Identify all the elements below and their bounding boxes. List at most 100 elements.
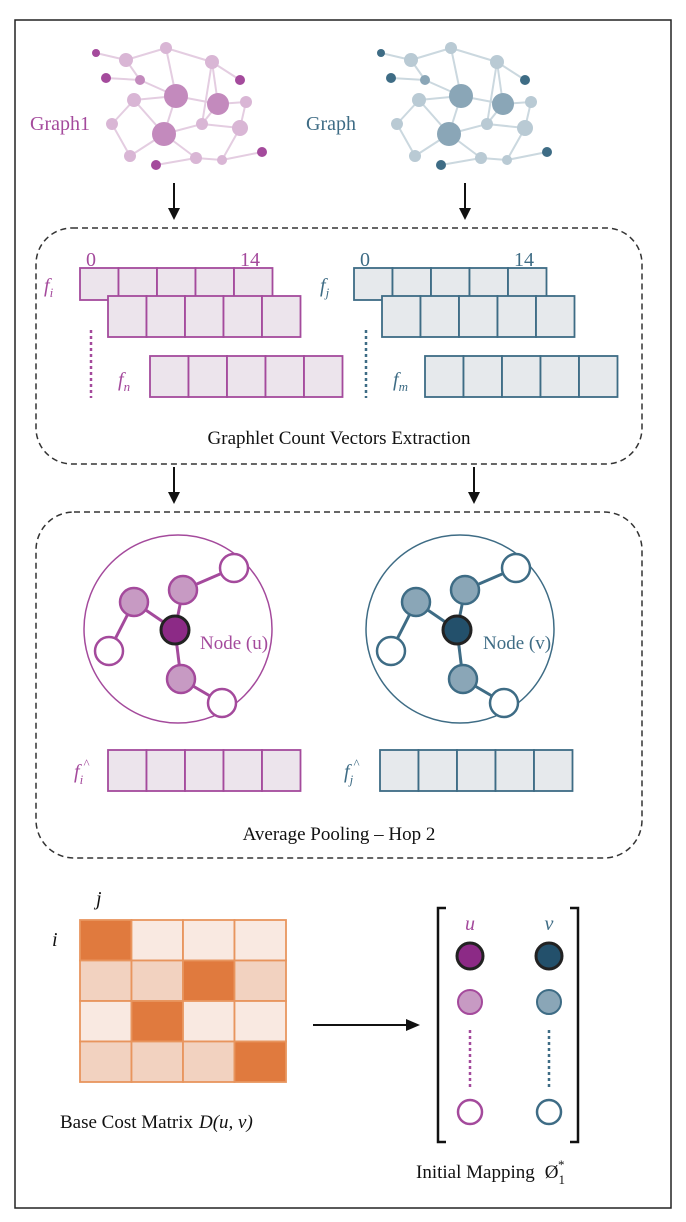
vector-cell <box>462 355 503 398</box>
hop-node <box>206 687 238 719</box>
network-node <box>106 118 118 130</box>
matrix-cell <box>130 959 184 1002</box>
network-node <box>525 96 537 108</box>
vector-cell <box>535 295 576 338</box>
vector-cell <box>226 355 267 398</box>
matrix-cell <box>130 1000 184 1043</box>
matrix-cell <box>79 1000 133 1043</box>
right-pooled-label: fj^ <box>344 756 360 787</box>
pooling-box <box>35 511 643 859</box>
vector-cell <box>107 295 148 338</box>
network-node <box>217 155 227 165</box>
vector-cell <box>117 267 158 301</box>
cost-matrix-grid <box>79 919 287 1083</box>
network-node <box>164 84 188 108</box>
network-edge <box>165 47 213 63</box>
network-node <box>437 122 461 146</box>
network-edge <box>155 157 197 166</box>
hop-center-node <box>159 614 191 646</box>
right-count-vectors <box>353 267 619 398</box>
vector-cell <box>261 749 302 792</box>
network-node <box>377 49 385 57</box>
matrix-cell <box>233 1040 287 1083</box>
matrix-cell <box>233 1000 287 1043</box>
network-edge <box>390 77 426 81</box>
hop-node <box>449 574 481 606</box>
vector-cell <box>233 267 274 301</box>
network-edge <box>450 47 498 63</box>
vector-cell <box>187 355 228 398</box>
mapping-node-selected <box>534 941 564 971</box>
network-edge <box>221 151 263 161</box>
network-edge <box>201 61 213 125</box>
network-node <box>135 75 145 85</box>
hop-node <box>400 586 432 618</box>
network-node <box>196 118 208 130</box>
vector-cell <box>222 749 263 792</box>
vector-cell <box>303 355 344 398</box>
network-node <box>542 147 552 157</box>
network-node <box>257 147 267 157</box>
left-pooled-vector <box>107 749 302 792</box>
matrix-cell <box>130 1040 184 1083</box>
network-node <box>151 160 161 170</box>
vector-cell <box>578 355 619 398</box>
left-node-label: Node (u) <box>200 633 268 654</box>
pooled-row <box>107 749 302 792</box>
right-first-vector-label: fj <box>320 275 330 300</box>
mapping-node-last <box>456 1098 484 1126</box>
network-edge <box>440 157 482 166</box>
matrix-row-label: i <box>52 929 58 951</box>
hop-boundary <box>83 534 273 724</box>
right-last-vector-label: fm <box>393 369 408 394</box>
arrow-matrix-to-mapping <box>313 1019 420 1031</box>
network-node <box>475 152 487 164</box>
network-edge <box>111 123 131 157</box>
hop-node <box>447 663 479 695</box>
network-node <box>517 120 533 136</box>
left-first-vector-label: fi <box>44 275 54 300</box>
matrix-cell <box>182 959 236 1002</box>
network-edge <box>105 77 141 81</box>
vector-cell <box>417 749 458 792</box>
matrix-cell <box>79 959 133 1002</box>
arrow-extraction-to-pooling-right <box>468 467 480 504</box>
matrix-cell <box>182 919 236 962</box>
vector-cell <box>194 267 235 301</box>
mapping-node <box>536 989 562 1015</box>
network-node <box>101 73 111 83</box>
hop-node <box>218 552 250 584</box>
extraction-box <box>35 227 643 465</box>
vector-cell <box>184 749 225 792</box>
vector-cell <box>501 355 542 398</box>
outer-frame <box>14 19 672 1209</box>
network-node <box>205 55 219 69</box>
network-node <box>152 122 176 146</box>
vector-cell <box>424 355 465 398</box>
vector-cell <box>261 295 302 338</box>
network-node <box>391 118 403 130</box>
network-node <box>235 75 245 85</box>
hop-node <box>488 687 520 719</box>
network-edge <box>486 61 498 125</box>
mapping-head-v: v <box>545 913 554 935</box>
network-node <box>404 53 418 67</box>
vector-row-last <box>424 355 619 398</box>
matrix-cell <box>233 959 287 1002</box>
vector-row-last <box>149 355 344 398</box>
left-index-end: 14 <box>240 249 260 271</box>
mapping-left-bracket <box>436 906 446 1144</box>
network-node <box>386 73 396 83</box>
network-node <box>207 93 229 115</box>
network-node <box>449 84 473 108</box>
vector-cell <box>496 295 537 338</box>
vector-cell <box>222 295 263 338</box>
vector-row-second <box>107 295 302 338</box>
vector-cell <box>494 749 535 792</box>
right-pooled-vector <box>379 749 574 792</box>
right-index-start: 0 <box>360 249 370 271</box>
matrix-cell <box>182 1000 236 1043</box>
network-node <box>92 49 100 57</box>
hop-node <box>375 635 407 667</box>
